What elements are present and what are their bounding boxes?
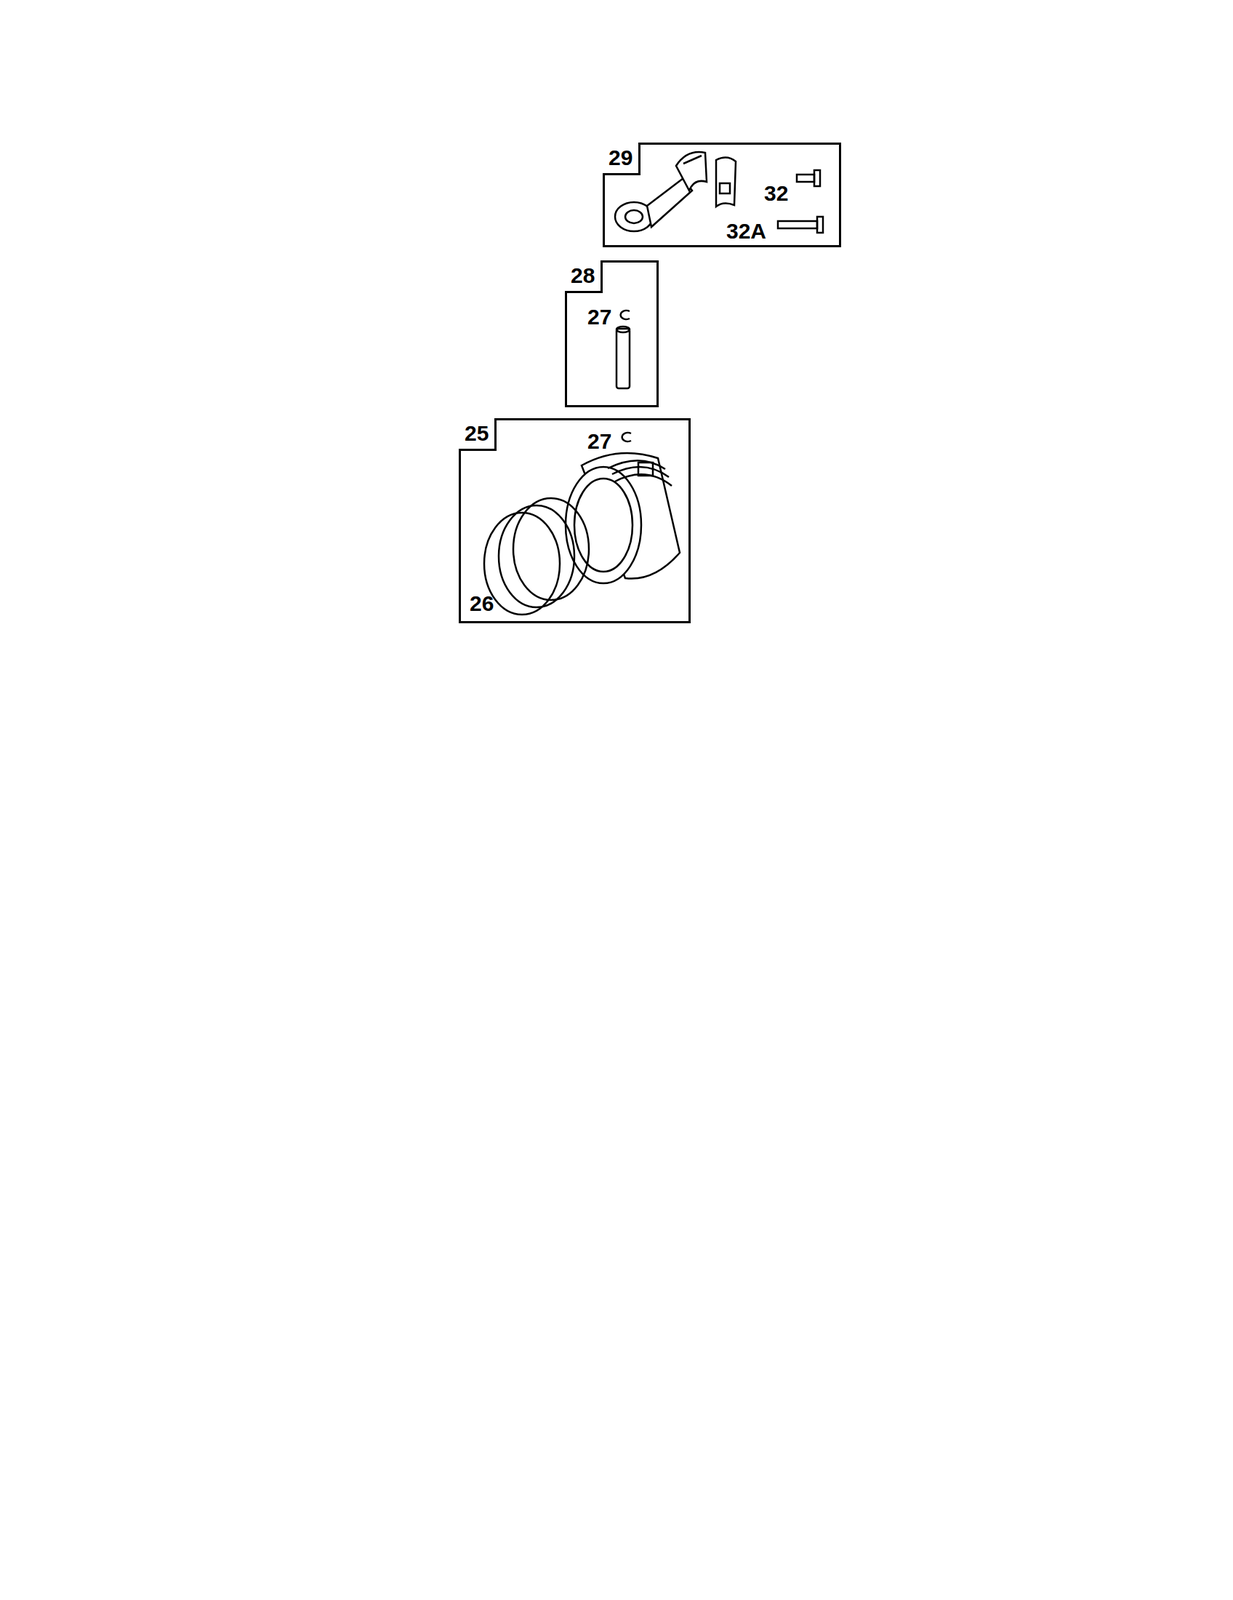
- piston-rings: [484, 497, 589, 615]
- rod-bolt-long: [777, 216, 823, 233]
- parts-group-box: 29 32 32A: [602, 142, 842, 248]
- callout-number: 27: [587, 430, 612, 453]
- parts-group-box: 25 27 26: [458, 418, 691, 624]
- piston-pin: [616, 326, 630, 389]
- piston: [565, 452, 680, 584]
- retaining-clip: [622, 432, 632, 442]
- group-number: 25: [458, 418, 497, 451]
- parts-group-box: 28 27: [564, 260, 659, 408]
- group-number: 29: [602, 142, 641, 176]
- callout-number: 32A: [726, 220, 767, 243]
- callout-number: 26: [469, 592, 494, 615]
- group-number: 28: [564, 260, 603, 293]
- retaining-clip: [620, 310, 630, 320]
- callout-number: 27: [587, 306, 612, 328]
- rod-bolt: [796, 170, 821, 187]
- callout-number: 32: [764, 182, 789, 205]
